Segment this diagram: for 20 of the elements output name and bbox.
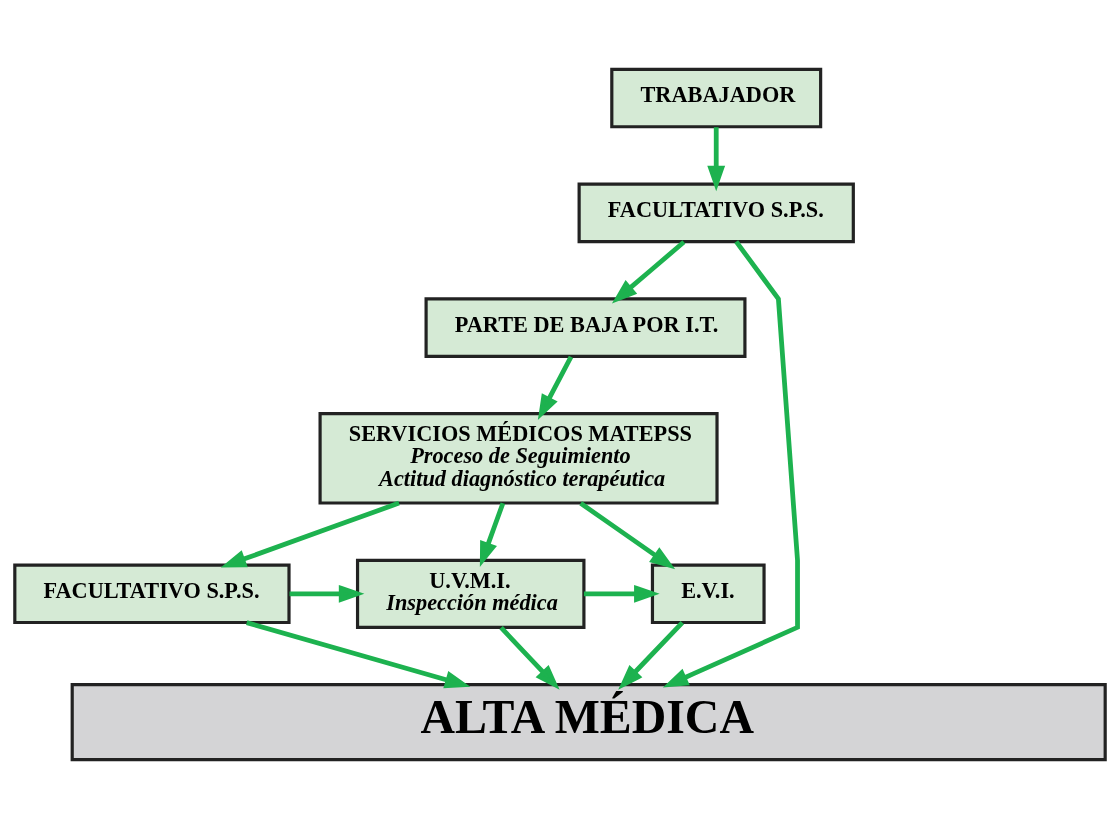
- arrow: [611, 239, 686, 303]
- arrow: [479, 501, 506, 567]
- arrow: [499, 625, 560, 690]
- arrow: [583, 584, 660, 603]
- arrow: [662, 239, 800, 687]
- node-box: E.V.I.: [650, 563, 766, 624]
- arrow: [289, 584, 365, 603]
- node-box: U.V.M.I. Inspección médica: [355, 558, 586, 629]
- node-box: TRABAJADOR: [610, 67, 823, 128]
- arrow: [579, 500, 676, 569]
- node-box: FACULTATIVO S.P.S.: [577, 182, 855, 243]
- arrow: [618, 620, 685, 690]
- arrow: [220, 500, 400, 567]
- arrow: [246, 619, 471, 688]
- node-box: SERVICIOS MÉDICOS MATEPSS Proceso de Seguimiento Actitud diagnóstico terapéutica: [318, 411, 719, 505]
- node-box: PARTE DE BAJA POR I.T.: [424, 296, 747, 358]
- node-box: ALTA MÉDICA: [70, 682, 1107, 761]
- arrow: [537, 355, 574, 420]
- node-box: FACULTATIVO S.P.S.: [13, 563, 291, 624]
- arrow: [707, 126, 726, 191]
